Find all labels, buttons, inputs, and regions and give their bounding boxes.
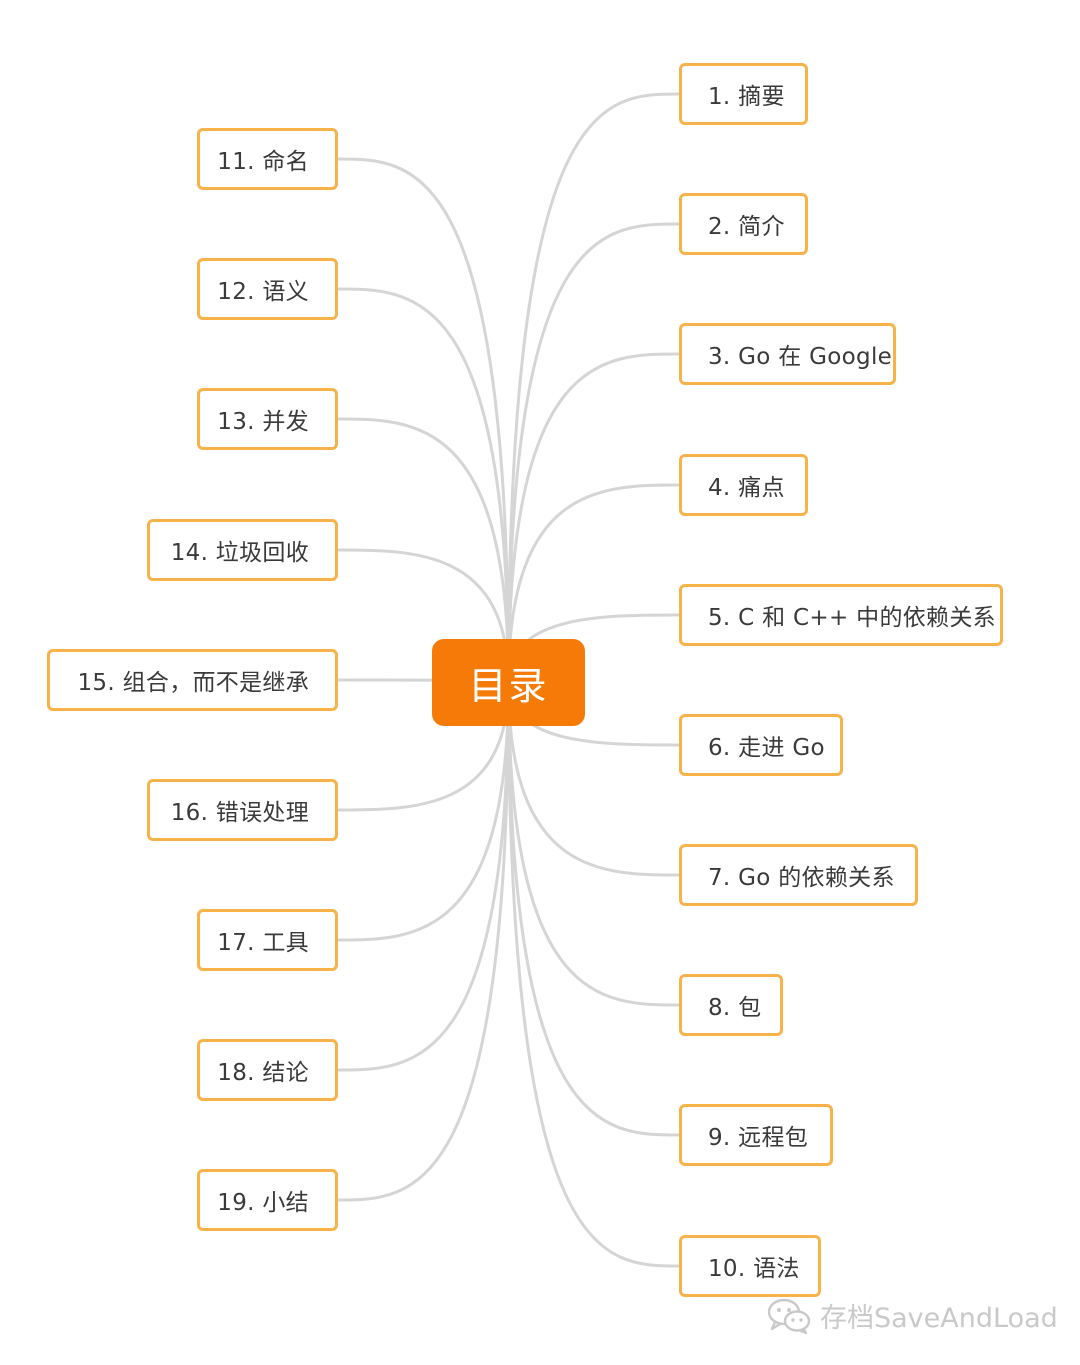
node-label: 17. 工具 <box>217 930 309 956</box>
node-16[interactable]: 16. 错误处理 <box>147 779 338 841</box>
node-label: 5. C 和 C++ 中的依赖关系 <box>708 605 996 631</box>
node-label: 10. 语法 <box>708 1256 800 1282</box>
connector-node-13 <box>337 417 510 683</box>
node-6[interactable]: 6. 走进 Go <box>679 714 843 776</box>
node-label: 3. Go 在 Google <box>708 344 893 370</box>
node-label: 19. 小结 <box>217 1190 309 1216</box>
node-2[interactable]: 2. 简介 <box>679 193 808 255</box>
connector-node-14 <box>337 548 510 683</box>
node-7[interactable]: 7. Go 的依赖关系 <box>679 844 918 906</box>
connector-node-2 <box>507 222 680 683</box>
connector-node-3 <box>507 352 680 683</box>
connector-node-9 <box>507 682 680 1137</box>
node-label: 9. 远程包 <box>708 1125 809 1151</box>
node-label: 4. 痛点 <box>708 475 785 501</box>
center-node-label: 目录 <box>468 664 549 708</box>
node-label: 14. 垃圾回收 <box>170 540 309 566</box>
node-18[interactable]: 18. 结论 <box>197 1039 338 1101</box>
node-label: 7. Go 的依赖关系 <box>708 865 895 891</box>
watermark-text: 存档SaveAndLoad <box>820 1303 1058 1334</box>
node-11[interactable]: 11. 命名 <box>197 128 338 190</box>
connector-node-8 <box>507 682 680 1007</box>
node-8[interactable]: 8. 包 <box>679 974 783 1036</box>
node-12[interactable]: 12. 语义 <box>197 258 338 320</box>
connector-node-7 <box>507 682 680 877</box>
node-19[interactable]: 19. 小结 <box>197 1169 338 1231</box>
node-label: 2. 简介 <box>708 214 785 240</box>
connector-node-10 <box>507 682 680 1268</box>
node-label: 1. 摘要 <box>708 84 785 110</box>
connector-node-11 <box>337 157 510 683</box>
node-label: 18. 结论 <box>217 1060 309 1086</box>
node-17[interactable]: 17. 工具 <box>197 909 338 971</box>
node-13[interactable]: 13. 并发 <box>197 388 338 450</box>
node-14[interactable]: 14. 垃圾回收 <box>147 519 338 581</box>
node-label: 13. 并发 <box>217 409 309 435</box>
connector-node-17 <box>337 682 510 942</box>
node-label: 6. 走进 Go <box>708 735 825 761</box>
node-4[interactable]: 4. 痛点 <box>679 454 808 516</box>
connector-node-12 <box>337 287 510 683</box>
wechat-icon <box>767 1298 811 1334</box>
node-10[interactable]: 10. 语法 <box>679 1235 821 1297</box>
node-5[interactable]: 5. C 和 C++ 中的依赖关系 <box>679 584 1003 646</box>
node-label: 8. 包 <box>708 995 762 1021</box>
node-label: 11. 命名 <box>217 149 309 175</box>
connector-node-1 <box>507 92 680 683</box>
node-label: 15. 组合，而不是继承 <box>77 670 309 696</box>
watermark: 存档SaveAndLoad <box>766 1296 1058 1335</box>
connector-node-19 <box>337 682 510 1202</box>
connector-node-18 <box>337 682 510 1072</box>
node-label: 12. 语义 <box>217 279 309 305</box>
connector-node-4 <box>507 483 680 683</box>
node-9[interactable]: 9. 远程包 <box>679 1104 833 1166</box>
node-3[interactable]: 3. Go 在 Google <box>679 323 896 385</box>
node-15[interactable]: 15. 组合，而不是继承 <box>47 649 338 711</box>
node-1[interactable]: 1. 摘要 <box>679 63 808 125</box>
center-node[interactable]: 目录 <box>432 639 585 726</box>
node-label: 16. 错误处理 <box>170 800 309 826</box>
